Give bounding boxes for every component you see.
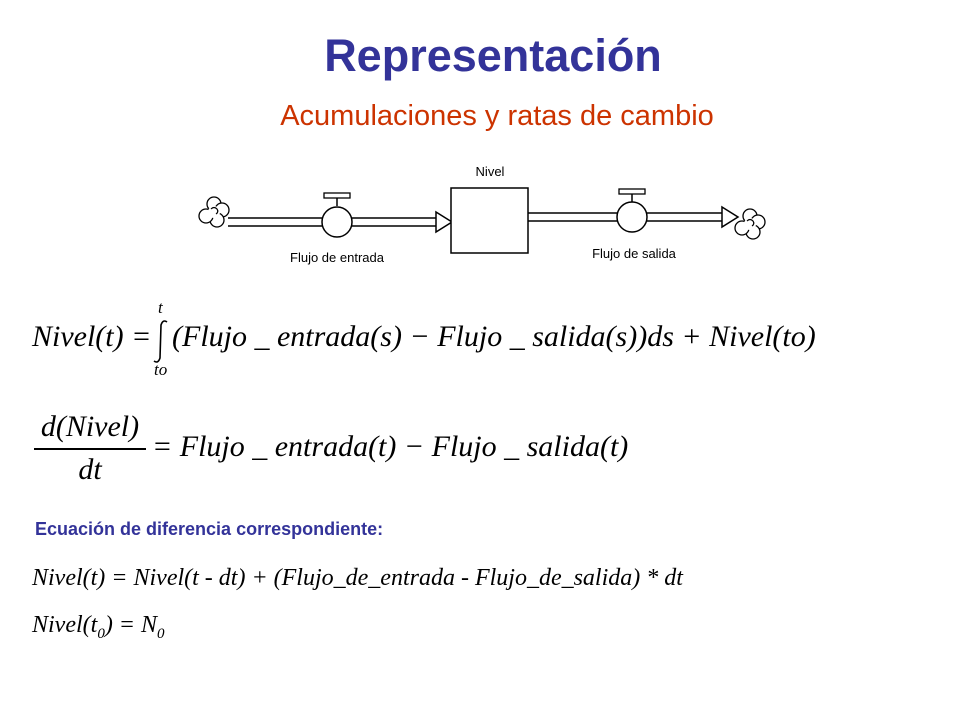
slide-subtitle: Acumulaciones y ratas de cambio bbox=[280, 100, 714, 132]
derivative-denominator: dt bbox=[78, 453, 102, 486]
difference-equation-line2: Nivel(t0) = N0 bbox=[32, 612, 165, 643]
initial-condition-prefix: Nivel(t bbox=[32, 612, 98, 638]
initial-condition-middle: ) = N bbox=[104, 612, 158, 638]
initial-condition-sub: 0 bbox=[97, 625, 105, 642]
integral-sign-icon bbox=[153, 320, 168, 363]
derivative-numerator: d(Nivel) bbox=[40, 410, 140, 443]
difference-equation-label: Ecuación de diferencia correspondiente: bbox=[35, 519, 384, 539]
inflow-label: Flujo de entrada bbox=[290, 250, 385, 265]
initial-condition-sub2: 0 bbox=[157, 625, 165, 642]
sink-cloud-icon bbox=[734, 208, 766, 240]
outflow-valve-icon bbox=[616, 188, 648, 233]
slide-title: Representación bbox=[324, 30, 662, 81]
integral-upper-limit: t bbox=[158, 298, 163, 317]
stock-flow-diagram: Nivel Flujo de entrada Flujo de salida bbox=[198, 164, 766, 265]
derivative-equation-rhs: = Flujo _ entrada(t) − Flujo _ salida(t) bbox=[152, 430, 629, 463]
inflow-valve-icon bbox=[321, 192, 353, 238]
stock-box bbox=[450, 187, 529, 254]
integral-equation-rhs: (Flujo _ entrada(s) − Flujo _ salida(s))… bbox=[172, 320, 816, 353]
fraction-bar bbox=[34, 448, 146, 450]
integral-equation-lhs: Nivel(t) = bbox=[32, 320, 152, 353]
difference-equation-line1: Nivel(t) = Nivel(t - dt) + (Flujo_de_ent… bbox=[32, 565, 683, 591]
stock-label: Nivel bbox=[476, 164, 505, 179]
source-cloud-icon bbox=[198, 196, 230, 228]
outflow-label: Flujo de salida bbox=[592, 246, 677, 261]
integral-lower-limit: to bbox=[154, 360, 168, 379]
